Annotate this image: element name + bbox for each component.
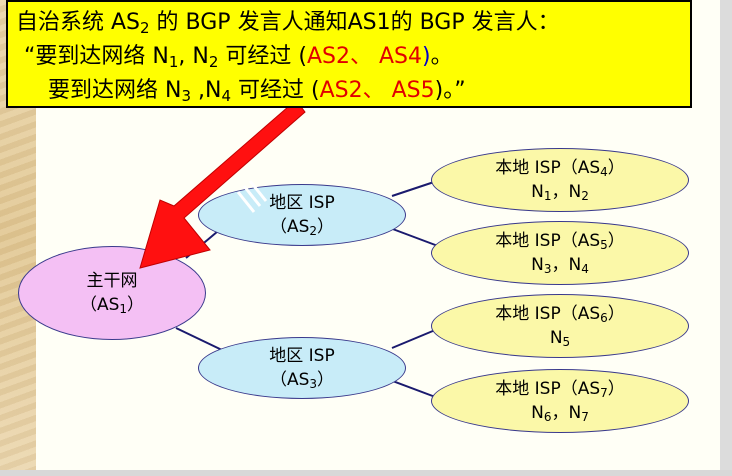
as-suffix: ） — [317, 217, 335, 237]
red-block-arrow-icon — [139, 99, 306, 269]
network-number: 3 — [543, 262, 552, 276]
title-suffix: ） — [607, 379, 625, 399]
node-backbone-as1: 主干网 （AS1） — [18, 246, 206, 340]
title-suffix: ） — [607, 158, 625, 178]
node-local-as7: 本地 ISP（AS7） N6，N7 — [431, 369, 689, 433]
title-prefix: 本地 ISP（AS — [495, 304, 601, 324]
text-segment: 自治系统 AS — [16, 10, 141, 35]
node-backbone-title: 主干网 — [86, 271, 138, 291]
text-segment: ) — [422, 44, 431, 69]
title-suffix: ） — [607, 231, 625, 251]
title-prefix: 本地 ISP（AS — [495, 379, 601, 399]
subscript: 2 — [208, 53, 219, 71]
subscript: 1 — [168, 53, 179, 71]
callout-line-2: “要到达网络 N1, N2 可经过 (AS2、 AS4)。 — [24, 40, 453, 73]
text-segment: 的 BGP 发言人通知AS1的 BGP 发言人： — [149, 10, 560, 35]
network-label: N — [531, 255, 544, 275]
node-backbone-as: （AS1） — [80, 293, 144, 317]
text-segment: ,N — [191, 78, 222, 103]
title-suffix: ） — [607, 304, 625, 324]
network-label: ，N — [551, 182, 582, 202]
as-path-highlight: AS2、 AS4 — [306, 44, 423, 69]
callout-line-3: 要到达网络 N3 ,N4 可经过 (AS2、 AS5)。” — [48, 74, 466, 107]
network-number: 2 — [581, 189, 589, 203]
subscript: 2 — [140, 19, 150, 37]
link-as3-as7 — [389, 379, 439, 399]
subscript: 3 — [181, 87, 191, 105]
link-as1-as3 — [175, 327, 223, 351]
network-label: ，N — [551, 255, 582, 275]
as-suffix: ） — [317, 370, 335, 390]
node-as4-networks: N1，N2 — [531, 180, 589, 204]
as-path-highlight: AS2、 AS5 — [319, 78, 435, 103]
node-local-as5: 本地 ISP（AS5） N3，N4 — [431, 221, 689, 285]
node-as5-networks: N3，N4 — [531, 253, 589, 277]
node-as7-networks: N6，N7 — [531, 401, 589, 425]
node-as6-networks: N5 — [550, 326, 570, 350]
node-as6-title: 本地 ISP（AS6） — [495, 302, 625, 326]
text-segment: )。” — [434, 78, 466, 103]
node-regional-as3: 地区 ISP （AS3） — [198, 337, 406, 399]
title-prefix: 本地 ISP（AS — [495, 158, 601, 178]
network-number: 4 — [581, 262, 589, 276]
bgp-announcement-callout: 自治系统 AS2 的 BGP 发言人通知AS1的 BGP 发言人： “要到达网络… — [6, 0, 692, 108]
network-label: ，N — [551, 403, 582, 423]
network-number: 6 — [543, 410, 552, 424]
node-regional-as2: 地区 ISP （AS2） — [198, 184, 406, 246]
title-prefix: 本地 ISP（AS — [495, 231, 601, 251]
text-segment: 可经过 ( — [231, 78, 320, 103]
network-number: 1 — [543, 189, 552, 203]
as-number: 3 — [309, 377, 318, 391]
node-as4-title: 本地 ISP（AS4） — [495, 156, 625, 180]
text-segment: “要到达网络 N — [24, 44, 169, 69]
network-number: 5 — [562, 335, 571, 349]
node-as3-as: （AS3） — [270, 368, 334, 392]
slide-bottom-edge — [0, 470, 732, 476]
as-number: 4 — [600, 165, 608, 179]
text-segment: 。 — [430, 44, 453, 69]
as-number: 7 — [600, 386, 608, 400]
network-number: 7 — [581, 410, 589, 424]
node-local-as6: 本地 ISP（AS6） N5 — [431, 294, 689, 358]
text-segment: 要到达网络 N — [48, 78, 182, 103]
text-segment: , N — [178, 44, 209, 69]
as-number: 2 — [309, 224, 318, 238]
node-as5-title: 本地 ISP（AS5） — [495, 229, 625, 253]
as-number: 6 — [600, 311, 608, 325]
as-suffix: ） — [127, 295, 145, 315]
link-as2-as5 — [389, 227, 439, 247]
slide-right-edge — [720, 0, 732, 476]
node-as3-title: 地区 ISP — [269, 346, 335, 366]
network-label: N — [531, 182, 544, 202]
as-number: 1 — [119, 302, 128, 316]
as-number: 5 — [600, 238, 608, 252]
node-local-as4: 本地 ISP（AS4） N1，N2 — [431, 148, 689, 212]
node-as2-title: 地区 ISP — [269, 193, 335, 213]
subscript: 4 — [221, 87, 231, 105]
text-segment: 可经过 ( — [218, 44, 307, 69]
callout-line-1: 自治系统 AS2 的 BGP 发言人通知AS1的 BGP 发言人： — [16, 6, 560, 39]
node-as2-as: （AS2） — [270, 215, 334, 239]
network-label: N — [531, 403, 544, 423]
as-prefix: （AS — [269, 217, 310, 237]
as-prefix: （AS — [269, 370, 310, 390]
node-as7-title: 本地 ISP（AS7） — [495, 377, 625, 401]
as-prefix: （AS — [79, 295, 120, 315]
network-label: N — [549, 328, 563, 348]
